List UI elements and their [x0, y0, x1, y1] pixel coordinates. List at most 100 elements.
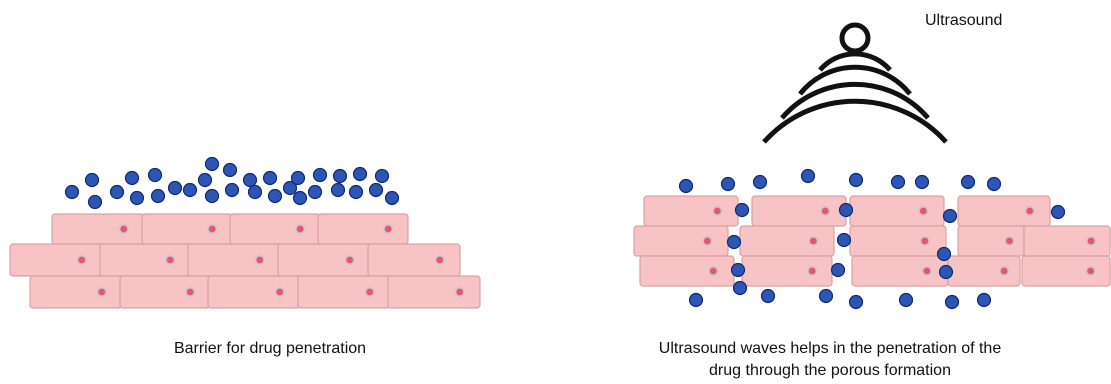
cell-nucleus [256, 256, 264, 264]
skin-cell [634, 226, 728, 256]
skin-cell [752, 196, 846, 226]
skin-cell [958, 196, 1050, 226]
ultrasound-source-icon [764, 25, 946, 142]
drug-particle [354, 168, 367, 181]
drug-particle [732, 264, 745, 277]
skin-cell [318, 214, 408, 244]
drug-particle [722, 178, 735, 191]
skin-cell [120, 276, 210, 308]
skin-cell [948, 256, 1020, 286]
drug-particle [944, 210, 957, 223]
cell-nucleus [808, 267, 816, 275]
drug-particle [206, 158, 219, 171]
cell-nucleus [276, 288, 284, 296]
drug-particle [754, 176, 767, 189]
drug-particle [314, 169, 327, 182]
drug-particle [940, 266, 953, 279]
skin-cell [10, 244, 102, 276]
cell-nucleus [919, 207, 927, 215]
caption-line-2: drug through the porous formation [600, 360, 1060, 382]
drug-particle [892, 176, 905, 189]
cell-nucleus [166, 256, 174, 264]
skin-cell [958, 226, 1024, 256]
cell-nucleus [186, 288, 194, 296]
cell-nucleus [120, 225, 128, 233]
drug-particle [131, 192, 144, 205]
drug-particle [309, 186, 322, 199]
skin-cell [142, 214, 232, 244]
cell-nucleus [98, 288, 106, 296]
drug-particle [269, 190, 282, 203]
caption-ultrasound-penetration: Ultrasound waves helps in the penetratio… [600, 338, 1060, 382]
cell-nucleus [1026, 207, 1034, 215]
drug-particle [978, 294, 991, 307]
skin-cell [388, 276, 480, 308]
cell-nucleus [713, 207, 721, 215]
drug-particle [916, 176, 929, 189]
cell-nucleus [921, 237, 929, 245]
drug-particle [350, 186, 363, 199]
cell-nucleus [709, 267, 717, 275]
drug-particle [680, 180, 693, 193]
skin-cell [742, 256, 832, 286]
drug-particle [152, 190, 165, 203]
drug-particle [900, 294, 913, 307]
cell-nucleus [1005, 237, 1013, 245]
skin-cell [100, 244, 190, 276]
cell-nucleus [1000, 267, 1008, 275]
skin-cell [278, 244, 370, 276]
drug-particle [386, 192, 399, 205]
drug-particle [264, 172, 277, 185]
cell-nucleus [296, 225, 304, 233]
drug-particle [690, 294, 703, 307]
drug-particle [334, 170, 347, 183]
drug-particle [66, 186, 79, 199]
cell-nucleus [346, 256, 354, 264]
drug-particle [946, 296, 959, 309]
skin-cell [298, 276, 390, 308]
drug-particle [802, 170, 815, 183]
skin-cell [852, 256, 948, 286]
cell-nucleus [809, 237, 817, 245]
drug-particle [294, 192, 307, 205]
drug-particle [111, 186, 124, 199]
drug-particle [1052, 206, 1065, 219]
skin-cell [740, 226, 834, 256]
drug-particle [89, 196, 102, 209]
skin-cell [188, 244, 280, 276]
drug-particle [249, 186, 262, 199]
cell-nucleus [923, 267, 931, 275]
porous-skin-barrier [634, 170, 1110, 309]
drug-particle [734, 282, 747, 295]
caption-line-1: Ultrasound waves helps in the penetratio… [600, 338, 1060, 360]
skin-cell [52, 214, 144, 244]
caption-barrier: Barrier for drug penetration [60, 338, 480, 360]
drug-particle [206, 190, 219, 203]
cell-nucleus [78, 256, 86, 264]
drug-particle [226, 184, 239, 197]
cell-nucleus [208, 225, 216, 233]
skin-cell [644, 196, 738, 226]
drug-particle [199, 174, 212, 187]
cell-nucleus [1087, 237, 1095, 245]
drug-particle [149, 169, 162, 182]
drug-particle [86, 174, 99, 187]
drug-particle [840, 204, 853, 217]
skin-cell [30, 276, 122, 308]
skin-cell [368, 244, 460, 276]
cell-nucleus [384, 225, 392, 233]
drug-particle [850, 296, 863, 309]
cell-nucleus [436, 256, 444, 264]
drug-particle [988, 178, 1001, 191]
skin-cell [850, 196, 944, 226]
skin-cell [208, 276, 300, 308]
drug-particle [962, 176, 975, 189]
cell-nucleus [366, 288, 374, 296]
drug-particle [850, 174, 863, 187]
drug-particle [938, 248, 951, 261]
cell-nucleus [703, 237, 711, 245]
drug-particle [292, 172, 305, 185]
drug-particle [169, 182, 182, 195]
drug-particle [376, 170, 389, 183]
